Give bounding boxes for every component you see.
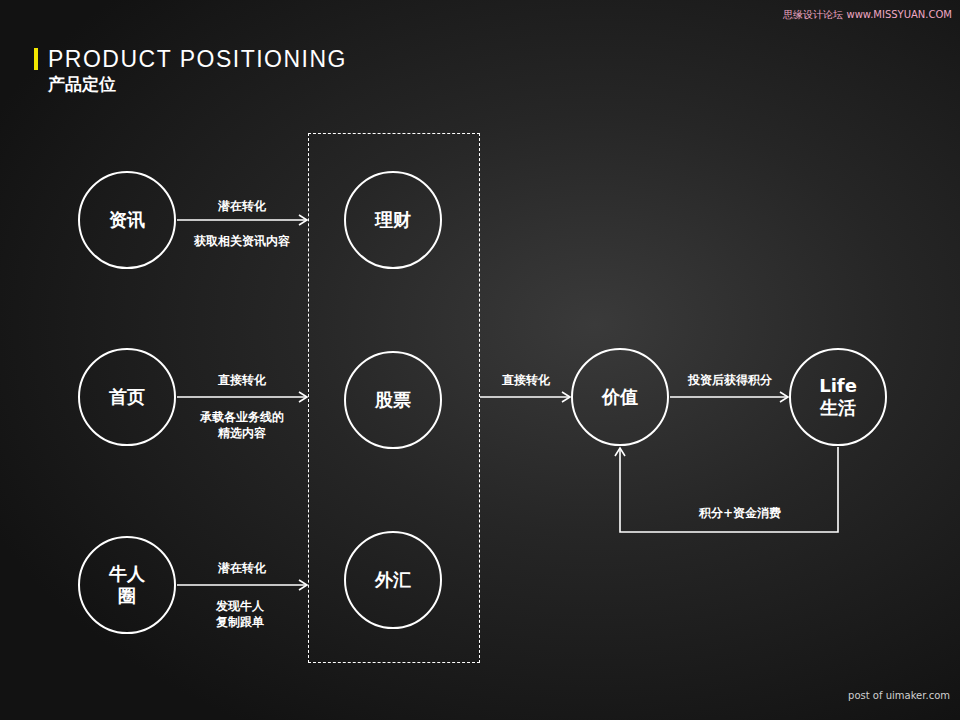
subtitle: 产品定位 — [48, 74, 116, 94]
edge-label: 潜在转化 — [218, 198, 266, 214]
edge-label: 直接转化 — [218, 372, 266, 388]
arrow-connector — [620, 447, 838, 532]
slide-title: PRODUCT POSITIONING — [48, 46, 347, 73]
arrow-connector — [480, 396, 570, 398]
arrow-connector — [177, 219, 307, 221]
node-label: 资讯 — [109, 209, 145, 231]
arrow-connector — [177, 396, 307, 398]
accent-bar — [34, 48, 38, 70]
circle-node: 理财 — [344, 171, 442, 269]
circle-node: 外汇 — [344, 531, 442, 629]
edge-note: 发现牛人 复制跟单 — [209, 598, 271, 630]
watermark: post of uimaker.com — [848, 688, 950, 704]
circle-node: Life 生活 — [789, 348, 887, 446]
node-label: 理财 — [375, 209, 411, 231]
circle-node: 价值 — [571, 348, 669, 446]
node-label: 股票 — [375, 389, 411, 411]
edge-note: 获取相关资讯内容 — [194, 233, 290, 249]
circle-node: 牛人 圈 — [78, 536, 176, 634]
node-label: Life 生活 — [815, 375, 861, 418]
edge-label: 积分+资金消费 — [699, 505, 781, 521]
edge-label: 潜在转化 — [218, 560, 266, 576]
node-label: 外汇 — [375, 569, 411, 591]
group-box: 理财股票外汇 — [308, 133, 480, 663]
circle-node: 资讯 — [78, 171, 176, 269]
node-label: 价值 — [602, 386, 638, 408]
node-label: 首页 — [109, 386, 145, 408]
circle-node: 股票 — [344, 351, 442, 449]
edge-label: 直接转化 — [502, 372, 550, 388]
watermark: 思缘设计论坛 www.MISSYUAN.COM — [783, 7, 952, 23]
circle-node: 首页 — [78, 348, 176, 446]
arrow-connector — [177, 584, 307, 586]
arrow-connector — [670, 396, 788, 398]
node-label: 牛人 圈 — [104, 563, 150, 606]
edge-label: 投资后获得积分 — [688, 372, 772, 388]
edge-note: 承载各业务线的 精选内容 — [192, 409, 292, 441]
